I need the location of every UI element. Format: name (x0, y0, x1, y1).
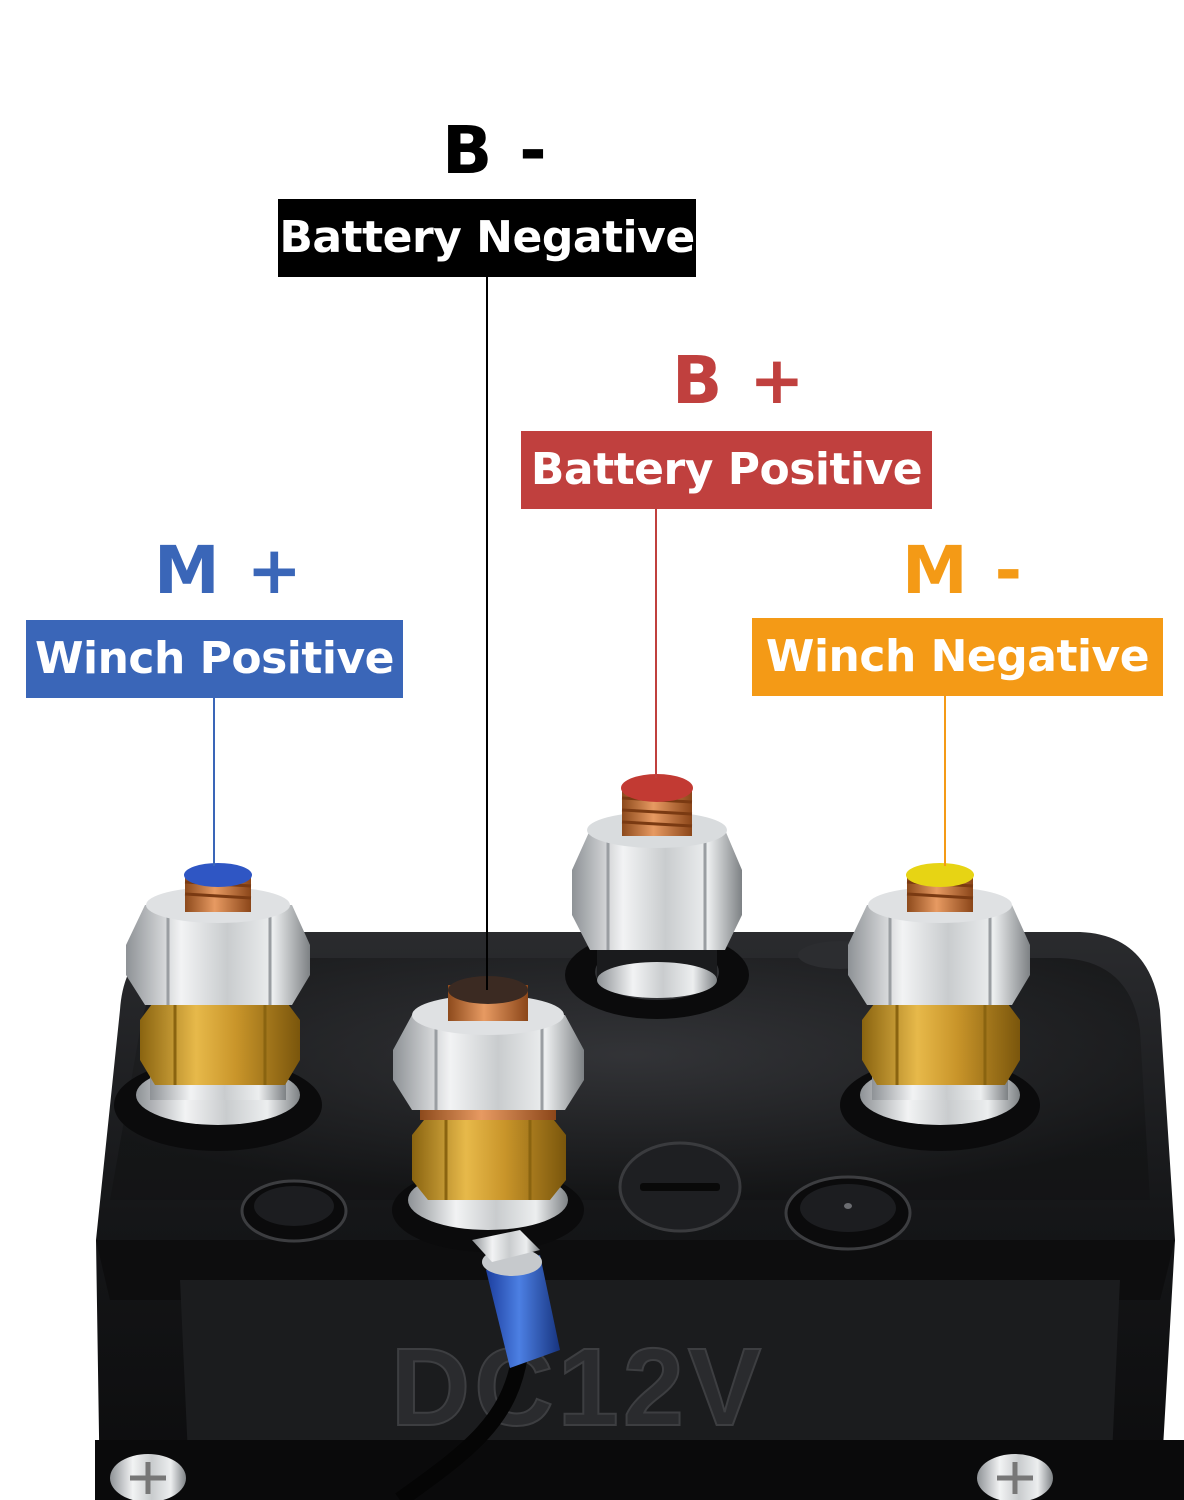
symbol-battery-positive: B + (672, 342, 807, 419)
symbol-battery-negative: B - (442, 112, 549, 189)
ring-terminal-wire (395, 1230, 560, 1500)
voltage-marking: DC12V (391, 1326, 766, 1449)
label-winch-positive: Winch Positive (26, 620, 403, 698)
winch-negative-cap (906, 863, 974, 887)
screw-left (110, 1454, 186, 1500)
terminal-winch-positive (114, 863, 322, 1151)
screw-right (977, 1454, 1053, 1500)
terminal-winch-negative (840, 863, 1040, 1151)
housing-details (240, 941, 912, 1251)
label-battery-positive: Battery Positive (521, 431, 932, 509)
terminal-battery-negative (392, 976, 584, 1252)
battery-positive-cap (621, 774, 693, 802)
label-battery-negative: Battery Negative (278, 199, 696, 277)
winch-positive-cap (184, 863, 252, 887)
symbol-winch-negative: M - (902, 532, 1025, 609)
symbol-winch-positive: M + (154, 532, 304, 609)
label-winch-negative: Winch Negative (752, 618, 1163, 696)
terminal-battery-positive (565, 774, 749, 1019)
